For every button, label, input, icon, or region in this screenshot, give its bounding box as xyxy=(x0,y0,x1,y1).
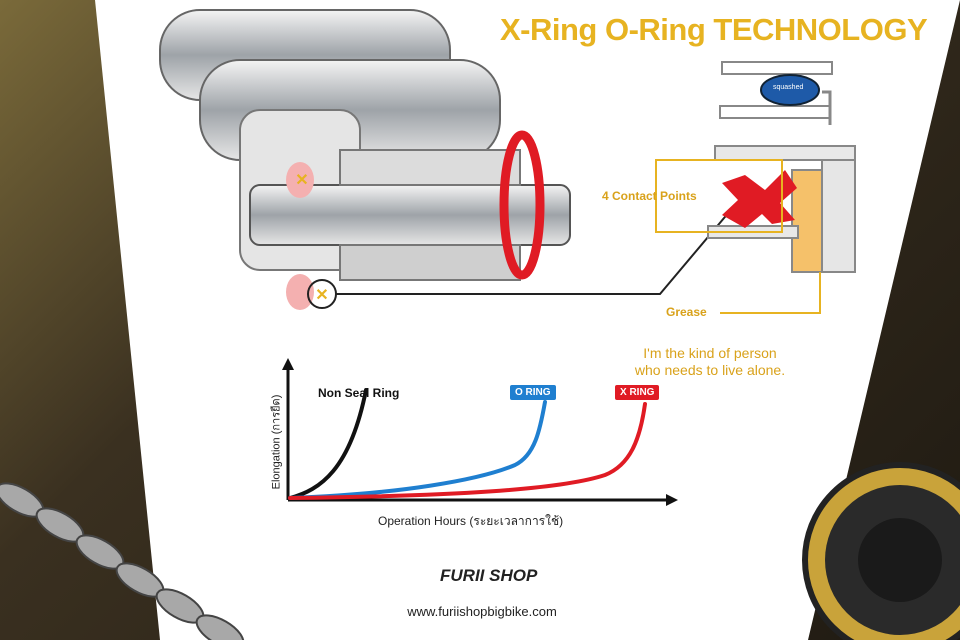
svg-text:✕: ✕ xyxy=(295,172,308,189)
series-label-o-ring: O RING xyxy=(510,385,556,400)
page-title: X-Ring O-Ring TECHNOLOGY xyxy=(500,12,928,47)
curve-non-seal-ring xyxy=(288,388,368,500)
website-url[interactable]: www.furiishopbigbike.com xyxy=(407,604,557,619)
svg-text:✕: ✕ xyxy=(315,287,328,304)
series-label-non-seal: Non Seal Ring xyxy=(318,386,400,400)
squashed-label: squashed xyxy=(773,84,804,91)
quote-text: I'm the kind of person who needs to live… xyxy=(600,345,820,379)
curve-o-ring xyxy=(288,400,547,500)
contact-points-label: 4 Contact Points xyxy=(602,189,697,203)
curve-x-ring xyxy=(288,402,647,500)
quote-line-2: who needs to live alone. xyxy=(634,362,786,378)
y-axis-label: Elongation (การยืด) xyxy=(270,394,283,490)
chain-cutaway-illustration: ✕ ✕ xyxy=(159,9,736,310)
squashed-o-ring-detail xyxy=(719,61,833,125)
chain-left-decoration xyxy=(0,482,245,640)
sprocket-right-decoration xyxy=(802,462,960,640)
brand-logo: FURII SHOP xyxy=(440,566,538,585)
series-label-x-ring: X RING xyxy=(615,385,660,400)
x-ring-cross-section xyxy=(655,145,856,314)
quote-line-1: I'm the kind of person xyxy=(643,345,777,361)
grease-label: Grease xyxy=(666,305,707,319)
x-axis-label: Operation Hours (ระยะเวลาการใช้) xyxy=(378,514,564,528)
chart-axes xyxy=(282,358,678,506)
